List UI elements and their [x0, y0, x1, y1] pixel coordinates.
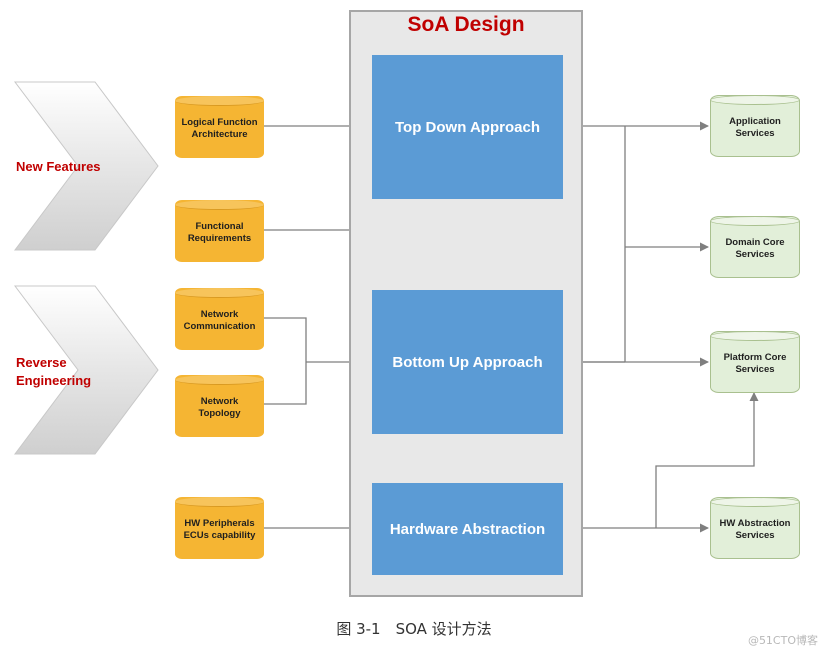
netcomm-line2: Communication [183, 321, 256, 332]
bottom-up-approach-label: Bottom Up Approach [392, 353, 543, 371]
top-down-approach-label: Top Down Approach [395, 118, 540, 136]
netcomm-line1: Network [200, 308, 239, 320]
hardware-abstraction-box: Hardware Abstraction [372, 483, 563, 575]
soa-design-title: SoA Design [407, 13, 525, 36]
platform-line2: Services [735, 364, 775, 375]
connector-network-bracket [264, 317, 307, 405]
hw-line2: Services [735, 530, 775, 541]
nettopo-line2: Topology [198, 408, 241, 419]
hw-line1: HW Abstraction [719, 517, 791, 529]
reverse-line2: Engineering [16, 372, 92, 388]
new-features-text: New Features [16, 159, 101, 174]
reverse-engineering-chevron [14, 285, 159, 455]
domain-line1: Domain Core [725, 236, 785, 248]
reverse-line1: Reverse [16, 355, 67, 370]
nettopo-line1: Network [200, 395, 239, 407]
connector-hardware-to-platform [655, 392, 759, 528]
new-features-chevron [14, 81, 159, 251]
logical-line1: Logical Function [181, 116, 258, 128]
hwperiph-line1: HW Peripherals [184, 517, 255, 529]
functional-line1: Functional [195, 220, 244, 232]
logical-line2: Architecture [191, 129, 248, 140]
hwperiph-line2: ECUs capability [183, 530, 256, 541]
domain-line2: Services [735, 249, 775, 260]
hardware-abstraction-label: Hardware Abstraction [389, 520, 546, 538]
app-line2: Services [735, 128, 775, 139]
platform-line1: Platform Core [723, 351, 787, 363]
top-down-approach-box: Top Down Approach [372, 55, 563, 199]
figure-caption: 图 3-1 SOA 设计方法 [336, 620, 492, 638]
new-features-label: New Features [16, 158, 101, 176]
bottom-up-approach-box: Bottom Up Approach [372, 290, 563, 434]
reverse-engineering-label: Reverse Engineering [16, 354, 91, 389]
watermark: @51CTO博客 [747, 634, 818, 647]
app-line1: Application [729, 115, 781, 127]
functional-line2: Requirements [187, 233, 252, 244]
